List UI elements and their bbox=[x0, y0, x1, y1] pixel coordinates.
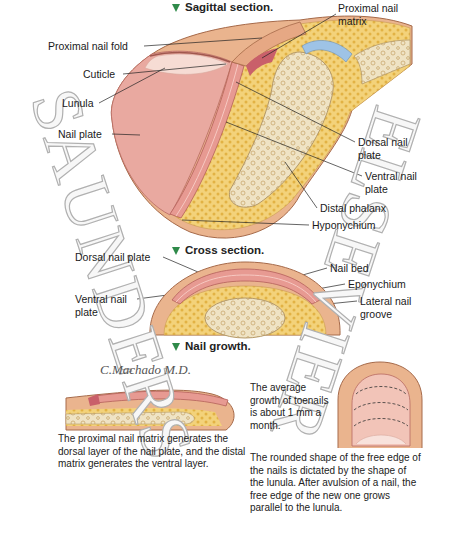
part-label: Dorsal nail plate bbox=[75, 251, 150, 264]
leader-line bbox=[144, 38, 262, 46]
nail-plate-section bbox=[170, 62, 244, 218]
part-label: Cuticle bbox=[83, 68, 115, 81]
thumb-nail bbox=[352, 374, 410, 446]
note-text: The rounded shape of the free edge of th… bbox=[250, 452, 422, 515]
section-heading: Cross section. bbox=[172, 244, 264, 258]
lunula bbox=[356, 435, 406, 444]
section-heading: Nail growth. bbox=[172, 340, 251, 354]
part-label: Proximal nail fold bbox=[48, 40, 128, 53]
distal-phalanx bbox=[205, 298, 285, 338]
leader-line bbox=[262, 14, 336, 58]
leader-line bbox=[123, 64, 226, 74]
part-label: Lateral nail groove bbox=[360, 295, 430, 320]
part-label: Ventral nail plate bbox=[365, 170, 427, 195]
nail-layer-line bbox=[176, 64, 238, 216]
part-label: Lunula bbox=[62, 97, 94, 110]
part-label: Eponychium bbox=[348, 278, 406, 291]
part-label: Ventral nail plate bbox=[75, 293, 137, 318]
leader-line bbox=[285, 162, 317, 208]
joint-cartilage bbox=[302, 40, 352, 62]
part-label: Distal phalanx bbox=[320, 202, 386, 215]
leader-line bbox=[112, 134, 140, 135]
part-label: Hyponychium bbox=[312, 219, 376, 232]
part-label: Nail bed bbox=[330, 262, 369, 275]
part-label: Dorsal nail plate bbox=[358, 136, 420, 161]
signature: C.Machado M.D. bbox=[100, 362, 191, 378]
part-label: Nail plate bbox=[58, 128, 102, 141]
growth-lines bbox=[354, 387, 408, 427]
nail-matrix bbox=[88, 394, 100, 406]
leader-line bbox=[182, 220, 309, 225]
middle-phalanx bbox=[354, 40, 410, 84]
note-text: The average growth of toenails is about … bbox=[250, 382, 336, 432]
cuticle bbox=[150, 53, 230, 62]
note-text: The proximal nail matrix generates the d… bbox=[58, 433, 246, 471]
section-heading: Sagittal section. bbox=[172, 1, 273, 15]
nail-matrix bbox=[246, 48, 278, 76]
part-label: Proximal nail matrix bbox=[338, 2, 416, 27]
